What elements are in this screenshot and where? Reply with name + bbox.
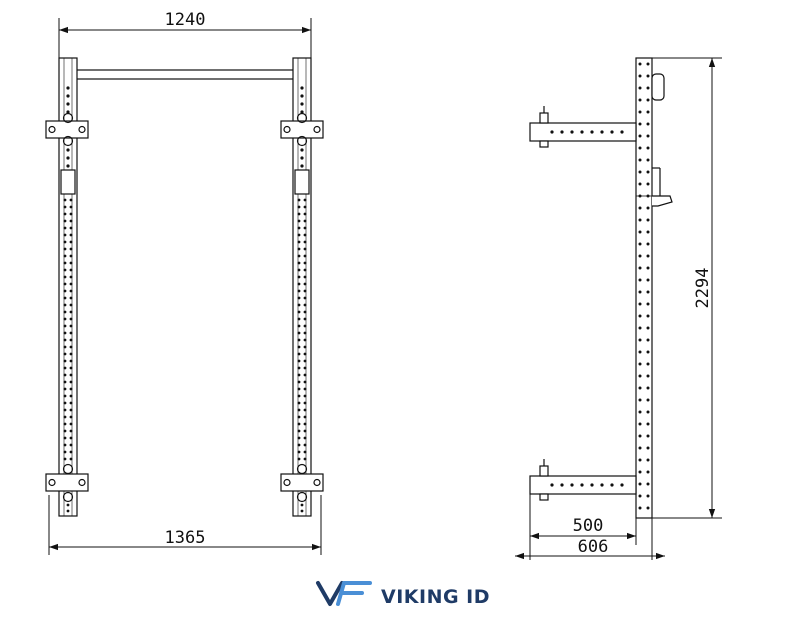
dim-side-inner-depth: 500 xyxy=(573,516,604,536)
left-bottom-bracket xyxy=(45,473,89,492)
right-bottom-bracket xyxy=(280,473,324,492)
j-hook xyxy=(652,195,673,207)
front-dimension-lines xyxy=(48,18,322,555)
front-view xyxy=(45,57,324,517)
side-hole-pattern xyxy=(550,62,650,510)
vf-logo-icon xyxy=(316,581,372,606)
pullup-bar xyxy=(75,69,295,80)
dim-side-height: 2294 xyxy=(693,268,713,309)
left-top-bracket xyxy=(45,120,89,139)
brand-logo: VIKING ID xyxy=(316,581,490,608)
brand-name: VIKING ID xyxy=(381,586,490,608)
right-top-bracket xyxy=(280,120,324,139)
side-view xyxy=(529,57,673,519)
dim-side-total-depth: 606 xyxy=(578,537,609,557)
side-dimension-lines xyxy=(515,57,722,560)
side-upright xyxy=(635,57,653,519)
left-joint-plate xyxy=(60,169,76,195)
dim-front-bottom-width: 1365 xyxy=(165,528,206,548)
right-joint-plate xyxy=(294,169,310,195)
upright-hole-pattern xyxy=(63,86,307,513)
dim-front-top-width: 1240 xyxy=(165,10,206,30)
side-plate xyxy=(651,73,665,101)
